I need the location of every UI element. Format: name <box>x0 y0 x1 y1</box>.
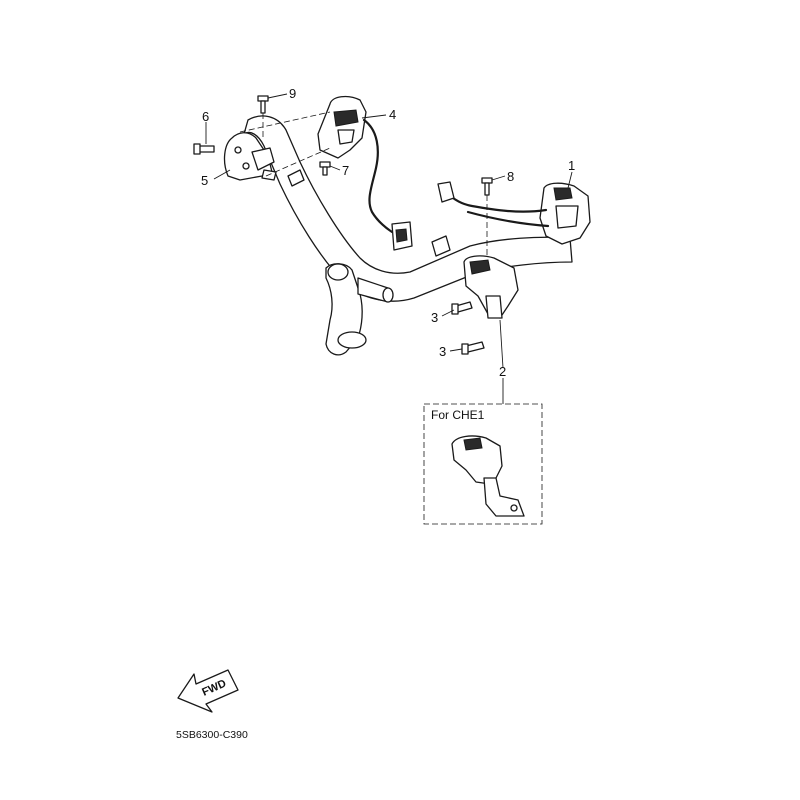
leader-7 <box>329 165 341 171</box>
callout-4: 4 <box>389 107 396 122</box>
leader-8 <box>491 175 506 181</box>
callout-9: 9 <box>289 86 296 101</box>
screw-6 <box>193 143 215 155</box>
callout-6: 6 <box>202 109 209 124</box>
leader-5 <box>213 169 231 180</box>
callout-5: 5 <box>201 173 208 188</box>
leader-3-upper <box>441 309 455 317</box>
leader-9 <box>267 93 288 99</box>
leader-4 <box>361 114 387 119</box>
callout-3-lower: 3 <box>439 344 446 359</box>
inset-che1: For CHE1 <box>423 403 543 525</box>
left-handlebar-switch <box>223 132 277 181</box>
right-handlebar-switch <box>437 181 591 245</box>
leader-2 <box>499 319 504 369</box>
leader-3-lower <box>449 348 463 352</box>
switch-with-harness <box>317 95 413 251</box>
alignment-line-upper <box>239 111 331 133</box>
screw-7 <box>319 161 331 176</box>
diagram-code: 5SB6300-C390 <box>176 729 248 741</box>
right-switch-lower-housing <box>463 255 519 319</box>
screw-3-upper <box>451 301 473 315</box>
callout-7: 7 <box>342 163 349 178</box>
inset-label: For CHE1 <box>431 408 485 422</box>
screw-3-lower <box>461 341 485 355</box>
callout-2: 2 <box>499 364 506 379</box>
fwd-arrow-icon: FWD <box>177 669 239 713</box>
callout-8: 8 <box>507 169 514 184</box>
callout-3-upper: 3 <box>431 310 438 325</box>
handlebar <box>243 115 573 302</box>
screw-9 <box>257 95 269 114</box>
steering-stem <box>325 263 394 356</box>
alignment-line-lower <box>265 147 331 177</box>
screw-8 <box>481 177 493 196</box>
callout-1: 1 <box>568 158 575 173</box>
leader-1 <box>567 171 573 189</box>
